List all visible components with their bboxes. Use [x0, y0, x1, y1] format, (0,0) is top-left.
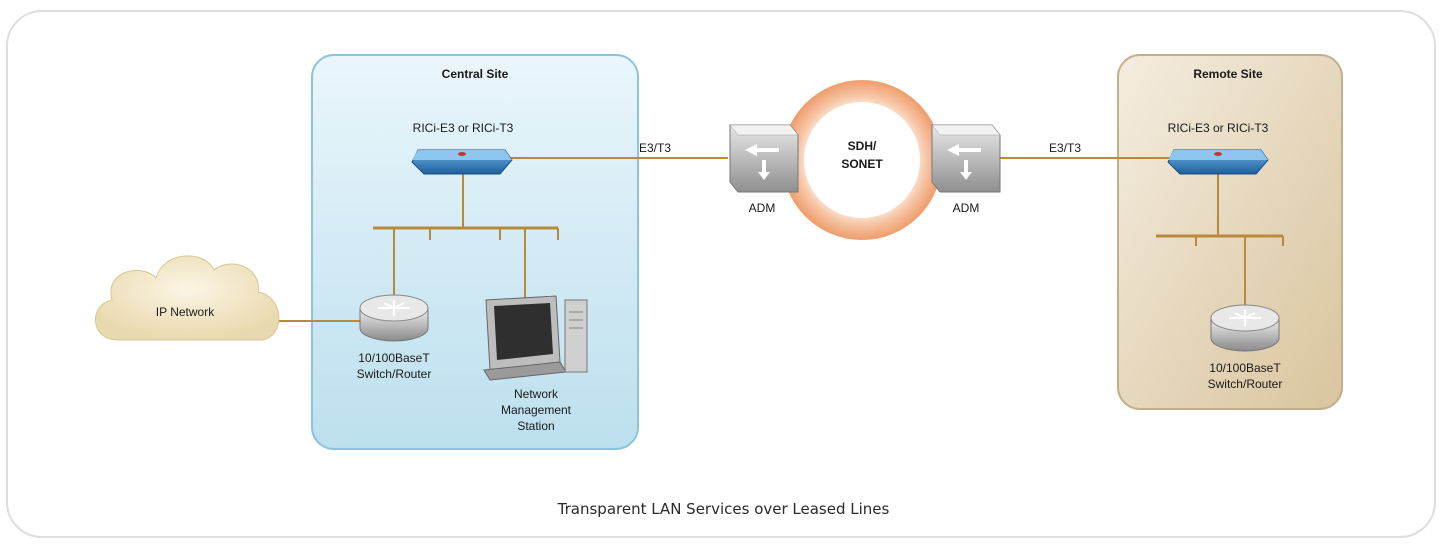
ip-network-label: IP Network: [156, 305, 215, 319]
station-label-line1: Network: [514, 387, 559, 401]
station-label-line2: Management: [501, 403, 572, 417]
remote-rici-device-icon: RICi-E3 or RICi-T3: [1167, 121, 1269, 175]
remote-router-icon: 10/100BaseT Switch/Router: [1208, 304, 1283, 391]
caption-container: Transparent LAN Services over Leased Lin…: [0, 500, 1447, 519]
left-link-label: E3/T3: [639, 141, 671, 155]
central-router-label-line2: Switch/Router: [357, 367, 432, 381]
ring-label-line1: SDH/: [848, 139, 877, 153]
central-router-icon: 10/100BaseT Switch/Router: [357, 294, 432, 381]
central-device-label: RICi-E3 or RICi-T3: [413, 121, 514, 135]
sdh-sonet-ring: SDH/ SONET: [782, 80, 942, 240]
central-router-label-line1: 10/100BaseT: [358, 351, 430, 365]
ip-network-cloud-icon: IP Network: [95, 255, 280, 341]
central-site-title: Central Site: [442, 67, 509, 81]
adm-left-label: ADM: [749, 201, 776, 215]
remote-router-label-line2: Switch/Router: [1208, 377, 1283, 391]
management-station-icon: Network Management Station: [483, 295, 588, 433]
remote-router-label-line1: 10/100BaseT: [1209, 361, 1281, 375]
network-diagram: Central Site Remote Site E3/T3 E3/T3: [95, 54, 1343, 450]
remote-site-panel: Remote Site: [1117, 54, 1343, 410]
links: [272, 157, 1284, 322]
adm-right-label: ADM: [953, 201, 980, 215]
right-link-label: E3/T3: [1049, 141, 1081, 155]
remote-device-label: RICi-E3 or RICi-T3: [1168, 121, 1269, 135]
ring-label-line2: SONET: [841, 157, 883, 171]
adm-right-icon: ADM: [931, 124, 1001, 215]
station-label-line3: Station: [517, 419, 554, 433]
diagram-caption: Transparent LAN Services over Leased Lin…: [557, 500, 890, 518]
central-rici-device-icon: RICi-E3 or RICi-T3: [411, 121, 514, 175]
adm-left-icon: ADM: [729, 124, 799, 215]
remote-site-title: Remote Site: [1193, 67, 1263, 81]
central-site-panel: Central Site: [311, 54, 639, 450]
